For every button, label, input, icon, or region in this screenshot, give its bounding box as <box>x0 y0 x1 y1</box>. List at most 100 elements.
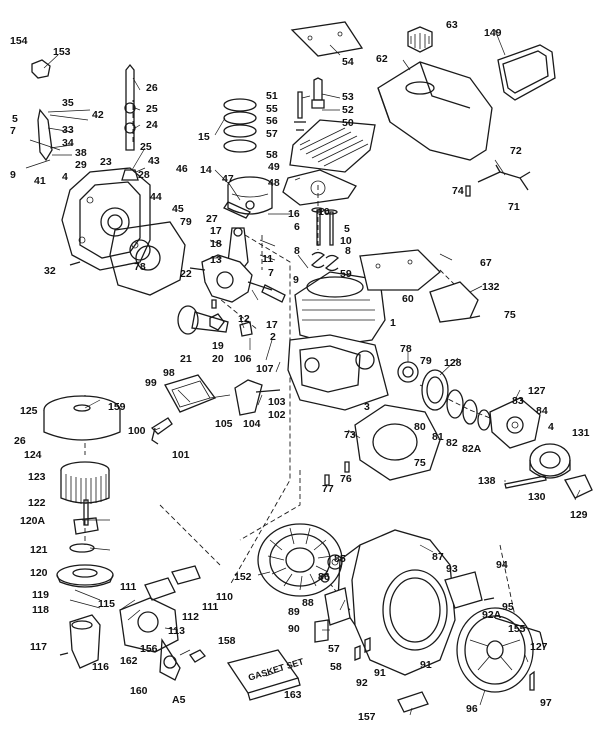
callout-111: 111 <box>202 601 219 613</box>
callout-60: 60 <box>402 293 414 305</box>
callout-129: 129 <box>570 509 588 521</box>
governor-lever <box>25 108 61 169</box>
callout-91: 91 <box>374 667 386 679</box>
callout-85: 85 <box>334 553 346 565</box>
callout-100: 100 <box>128 425 146 437</box>
head-gasket <box>282 169 357 206</box>
callout-110: 110 <box>216 591 233 603</box>
breather-assembly <box>234 379 281 416</box>
callout-103: 103 <box>268 396 286 408</box>
callout-48: 48 <box>268 177 280 189</box>
callout-75: 75 <box>414 457 426 469</box>
callout-57: 57 <box>266 128 278 140</box>
breather-tube <box>150 417 173 445</box>
air-cleaner-bracket <box>73 517 99 535</box>
callout-2: 2 <box>270 331 276 343</box>
blower-baffle <box>354 404 441 481</box>
callout-104: 104 <box>243 418 261 430</box>
callout-127: 127 <box>530 641 548 653</box>
head-baffle <box>429 281 479 323</box>
callout-96: 96 <box>466 703 478 715</box>
air-cleaner-base <box>56 564 114 588</box>
callout-21: 21 <box>180 353 192 365</box>
callout-43: 43 <box>148 155 160 167</box>
callout-58: 58 <box>330 661 342 673</box>
starter-cup <box>529 443 571 479</box>
carburetor-adapter <box>69 614 101 669</box>
air-cleaner-cover <box>43 395 121 441</box>
callout-88: 88 <box>302 597 314 609</box>
callout-59: 59 <box>340 268 352 280</box>
callout-99: 99 <box>145 377 157 389</box>
fuel-pump-bracket <box>444 571 483 609</box>
callout-23: 23 <box>100 156 112 168</box>
callout-46: 46 <box>176 163 188 175</box>
callout-34: 34 <box>62 137 74 149</box>
callout-15: 15 <box>198 131 210 143</box>
spark-plug <box>311 77 325 109</box>
cylinder-head-shroud <box>290 21 364 57</box>
callout-14: 14 <box>200 164 212 176</box>
fuel-cap <box>407 26 433 53</box>
crankcase-cover <box>61 167 151 271</box>
callout-41: 41 <box>34 175 46 187</box>
flywheel <box>257 523 343 597</box>
callout-154: 154 <box>10 35 28 47</box>
blower-housing <box>337 529 456 676</box>
callout-67: 67 <box>480 257 492 269</box>
callout-156: 156 <box>140 643 158 655</box>
callout-18: 18 <box>210 238 222 250</box>
callout-8: 8 <box>294 245 300 257</box>
callout-5: 5 <box>344 223 350 235</box>
callout-92: 92 <box>356 677 368 689</box>
callout-20: 20 <box>212 353 224 365</box>
callout-24: 24 <box>146 119 158 131</box>
callout-120A: 120A <box>20 515 46 527</box>
callout-labels: 154 153 5 7 35 42 33 34 38 9 29 23 41 4 … <box>10 19 590 723</box>
callout-63: 63 <box>446 19 458 31</box>
cylinder-block <box>287 271 389 411</box>
intake-gaskets <box>144 565 201 601</box>
callout-44: 44 <box>150 191 162 203</box>
rewind-starter <box>456 607 534 693</box>
callout-17: 17 <box>210 225 222 237</box>
callout-32: 32 <box>44 265 56 277</box>
callout-102: 102 <box>268 409 286 421</box>
callout-123: 123 <box>28 471 46 483</box>
callout-53: 53 <box>342 91 354 103</box>
callout-92A: 92A <box>482 609 502 621</box>
ground-wire-bracket <box>314 619 329 643</box>
starter-rope-guide <box>494 617 545 649</box>
callout-84: 84 <box>536 405 548 417</box>
callout-leaders <box>43 29 581 716</box>
cylinder-head <box>289 119 376 173</box>
starter-handle <box>397 691 429 713</box>
callout-90: 90 <box>288 623 300 635</box>
piston-rings <box>223 98 257 153</box>
callout-57: 57 <box>328 643 340 655</box>
callout-158: 158 <box>218 635 236 647</box>
callout-45: 45 <box>172 203 184 215</box>
callout-9: 9 <box>293 274 299 286</box>
callout-79: 79 <box>420 355 432 367</box>
piston-pin <box>223 201 251 219</box>
head-bolts <box>294 91 306 131</box>
callout-33: 33 <box>62 124 74 136</box>
oil-seal-cover <box>129 239 151 261</box>
ignition-module <box>324 587 351 626</box>
callout-7: 7 <box>268 267 274 279</box>
callout-76: 76 <box>340 473 352 485</box>
callout-3: 3 <box>364 401 370 413</box>
callout-112: 112 <box>182 611 199 623</box>
callout-111: 111 <box>120 581 137 593</box>
carburetor <box>119 597 181 681</box>
callout-22: 22 <box>180 268 192 280</box>
callout-10: 10 <box>318 206 330 218</box>
callout-12: 12 <box>238 313 250 325</box>
air-cleaner-stud <box>83 499 89 526</box>
cam-follower <box>239 321 253 337</box>
gasket-set-box: GASKET SET <box>226 649 305 701</box>
callout-27: 27 <box>206 213 218 225</box>
callout-105: 105 <box>215 418 233 430</box>
